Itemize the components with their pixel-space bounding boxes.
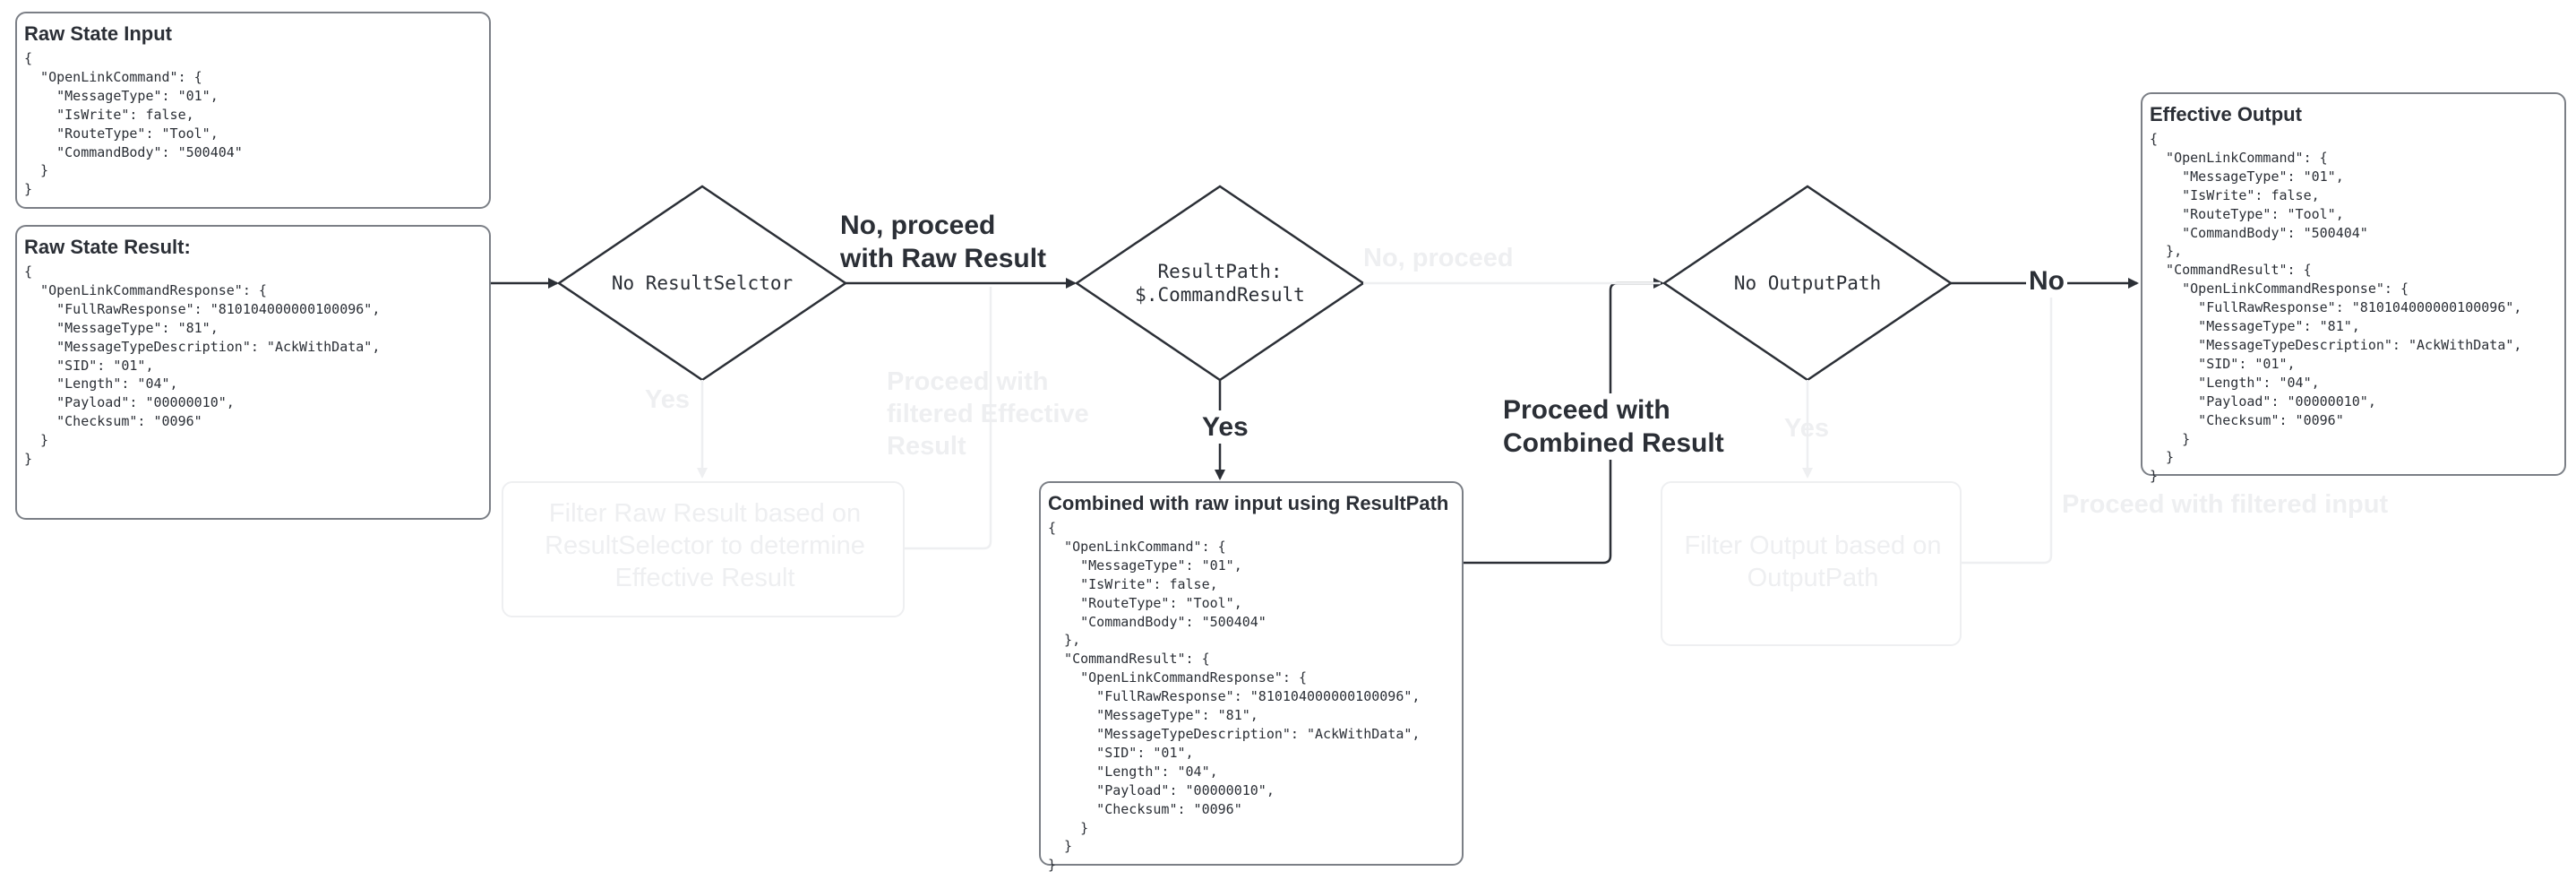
effective-output-box: Effective Output { "OpenLinkCommand": { … bbox=[2141, 92, 2566, 484]
combined-result-box: Combined with raw input using ResultPath… bbox=[1039, 481, 1464, 873]
result-path-line-2: $.CommandResult bbox=[1135, 284, 1305, 306]
raw-state-input-title: Raw State Input bbox=[24, 22, 173, 45]
label-proceed-combined-line-2: Combined Result bbox=[1503, 428, 1724, 458]
raw-state-result-box: Raw State Result: { "OpenLinkCommandResp… bbox=[15, 225, 491, 520]
label-no-proceed-raw: No, proceed with Raw Result bbox=[840, 209, 1046, 275]
label-proceed-filtered-effective: Proceed with filtered Effective Result bbox=[887, 366, 1089, 462]
label-yes-result-path: Yes bbox=[1198, 410, 1252, 444]
result-selector-text: No ResultSelctor bbox=[611, 272, 794, 294]
effective-output-title: Effective Output bbox=[2150, 103, 2302, 125]
raw-state-input-box: Raw State Input { "OpenLinkCommand": { "… bbox=[15, 12, 491, 209]
label-no-output: No bbox=[2026, 264, 2067, 298]
output-path-text: No OutputPath bbox=[1733, 272, 1882, 294]
label-no-proceed: No, proceed bbox=[1363, 244, 1514, 272]
label-yes-selector: Yes bbox=[645, 385, 690, 414]
line-filter-output-to-main-faint bbox=[1962, 287, 2053, 565]
raw-state-result-title: Raw State Result: bbox=[24, 236, 191, 258]
filter-raw-result-text: Filter Raw Result based on ResultSelecto… bbox=[545, 499, 865, 592]
filter-output-box: Filter Output based on OutputPath bbox=[1661, 481, 1962, 646]
label-proceed-filtered-input: Proceed with filtered input bbox=[2062, 490, 2389, 519]
result-path-line-1: ResultPath: bbox=[1157, 261, 1283, 282]
label-yes-output: Yes bbox=[1784, 414, 1829, 443]
filter-output-text: Filter Output based on OutputPath bbox=[1684, 531, 1942, 592]
label-proceed-combined-line-1: Proceed with bbox=[1503, 395, 1670, 425]
label-proceed-combined: Proceed with Combined Result bbox=[1501, 393, 1726, 460]
raw-state-result-code: { "OpenLinkCommandResponse": { "FullRawR… bbox=[24, 263, 381, 468]
effective-output-code: { "OpenLinkCommand": { "MessageType": "0… bbox=[2150, 131, 2522, 485]
filter-raw-result-box: Filter Raw Result based on ResultSelecto… bbox=[502, 481, 905, 617]
result-path-text: ResultPath: $.CommandResult bbox=[1095, 260, 1345, 306]
label-no-proceed-raw-line-2: with Raw Result bbox=[840, 244, 1047, 273]
label-no-proceed-raw-line-1: No, proceed bbox=[840, 211, 996, 240]
combined-result-title: Combined with raw input using ResultPath bbox=[1048, 492, 1449, 514]
label-proceed-filtered-effective-line-2: filtered Effective bbox=[887, 400, 1089, 428]
combined-result-code: { "OpenLinkCommand": { "MessageType": "0… bbox=[1048, 520, 1421, 874]
label-proceed-filtered-effective-line-3: Result bbox=[887, 432, 966, 461]
raw-state-input-code: { "OpenLinkCommand": { "MessageType": "0… bbox=[24, 50, 243, 198]
line-filter-raw-to-main-faint bbox=[905, 287, 992, 550]
label-proceed-filtered-effective-line-1: Proceed with bbox=[887, 367, 1049, 396]
